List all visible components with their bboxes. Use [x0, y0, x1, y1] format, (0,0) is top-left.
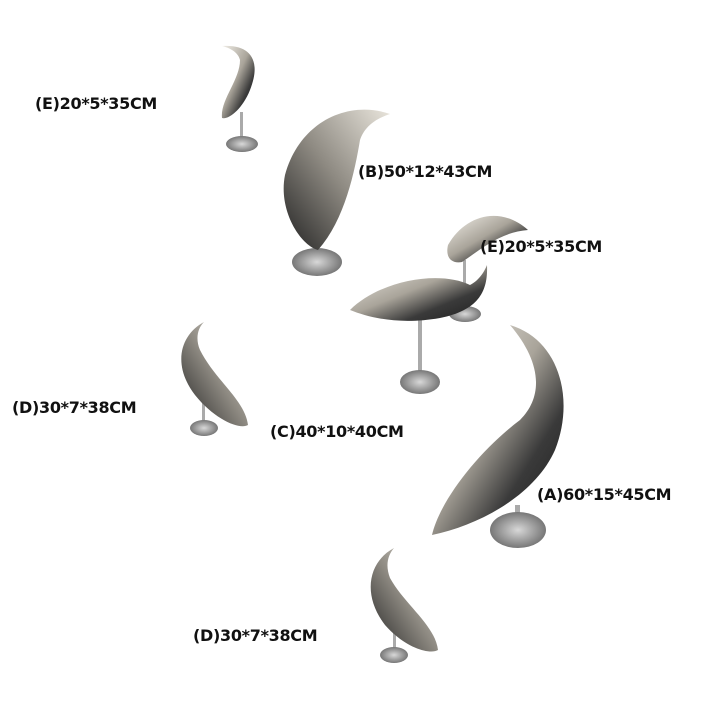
sculpture-e-top	[221, 45, 258, 152]
size-label-b: (B)50*12*43CM	[358, 162, 493, 181]
sculpture-a	[432, 325, 564, 548]
size-label-a: (A)60*15*45CM	[537, 485, 672, 504]
size-label-d-left: (D)30*7*38CM	[12, 398, 137, 417]
size-label-e-right: (E)20*5*35CM	[480, 237, 603, 256]
sculpture-d-bottom	[370, 548, 438, 663]
sculpture-b	[283, 109, 390, 276]
size-label-d-bottom: (D)30*7*38CM	[193, 626, 318, 645]
sculpture-d-left	[181, 322, 248, 436]
size-label-c: (C)40*10*40CM	[270, 422, 404, 441]
sculpture-c	[350, 265, 488, 394]
size-label-e-top: (E)20*5*35CM	[35, 94, 158, 113]
